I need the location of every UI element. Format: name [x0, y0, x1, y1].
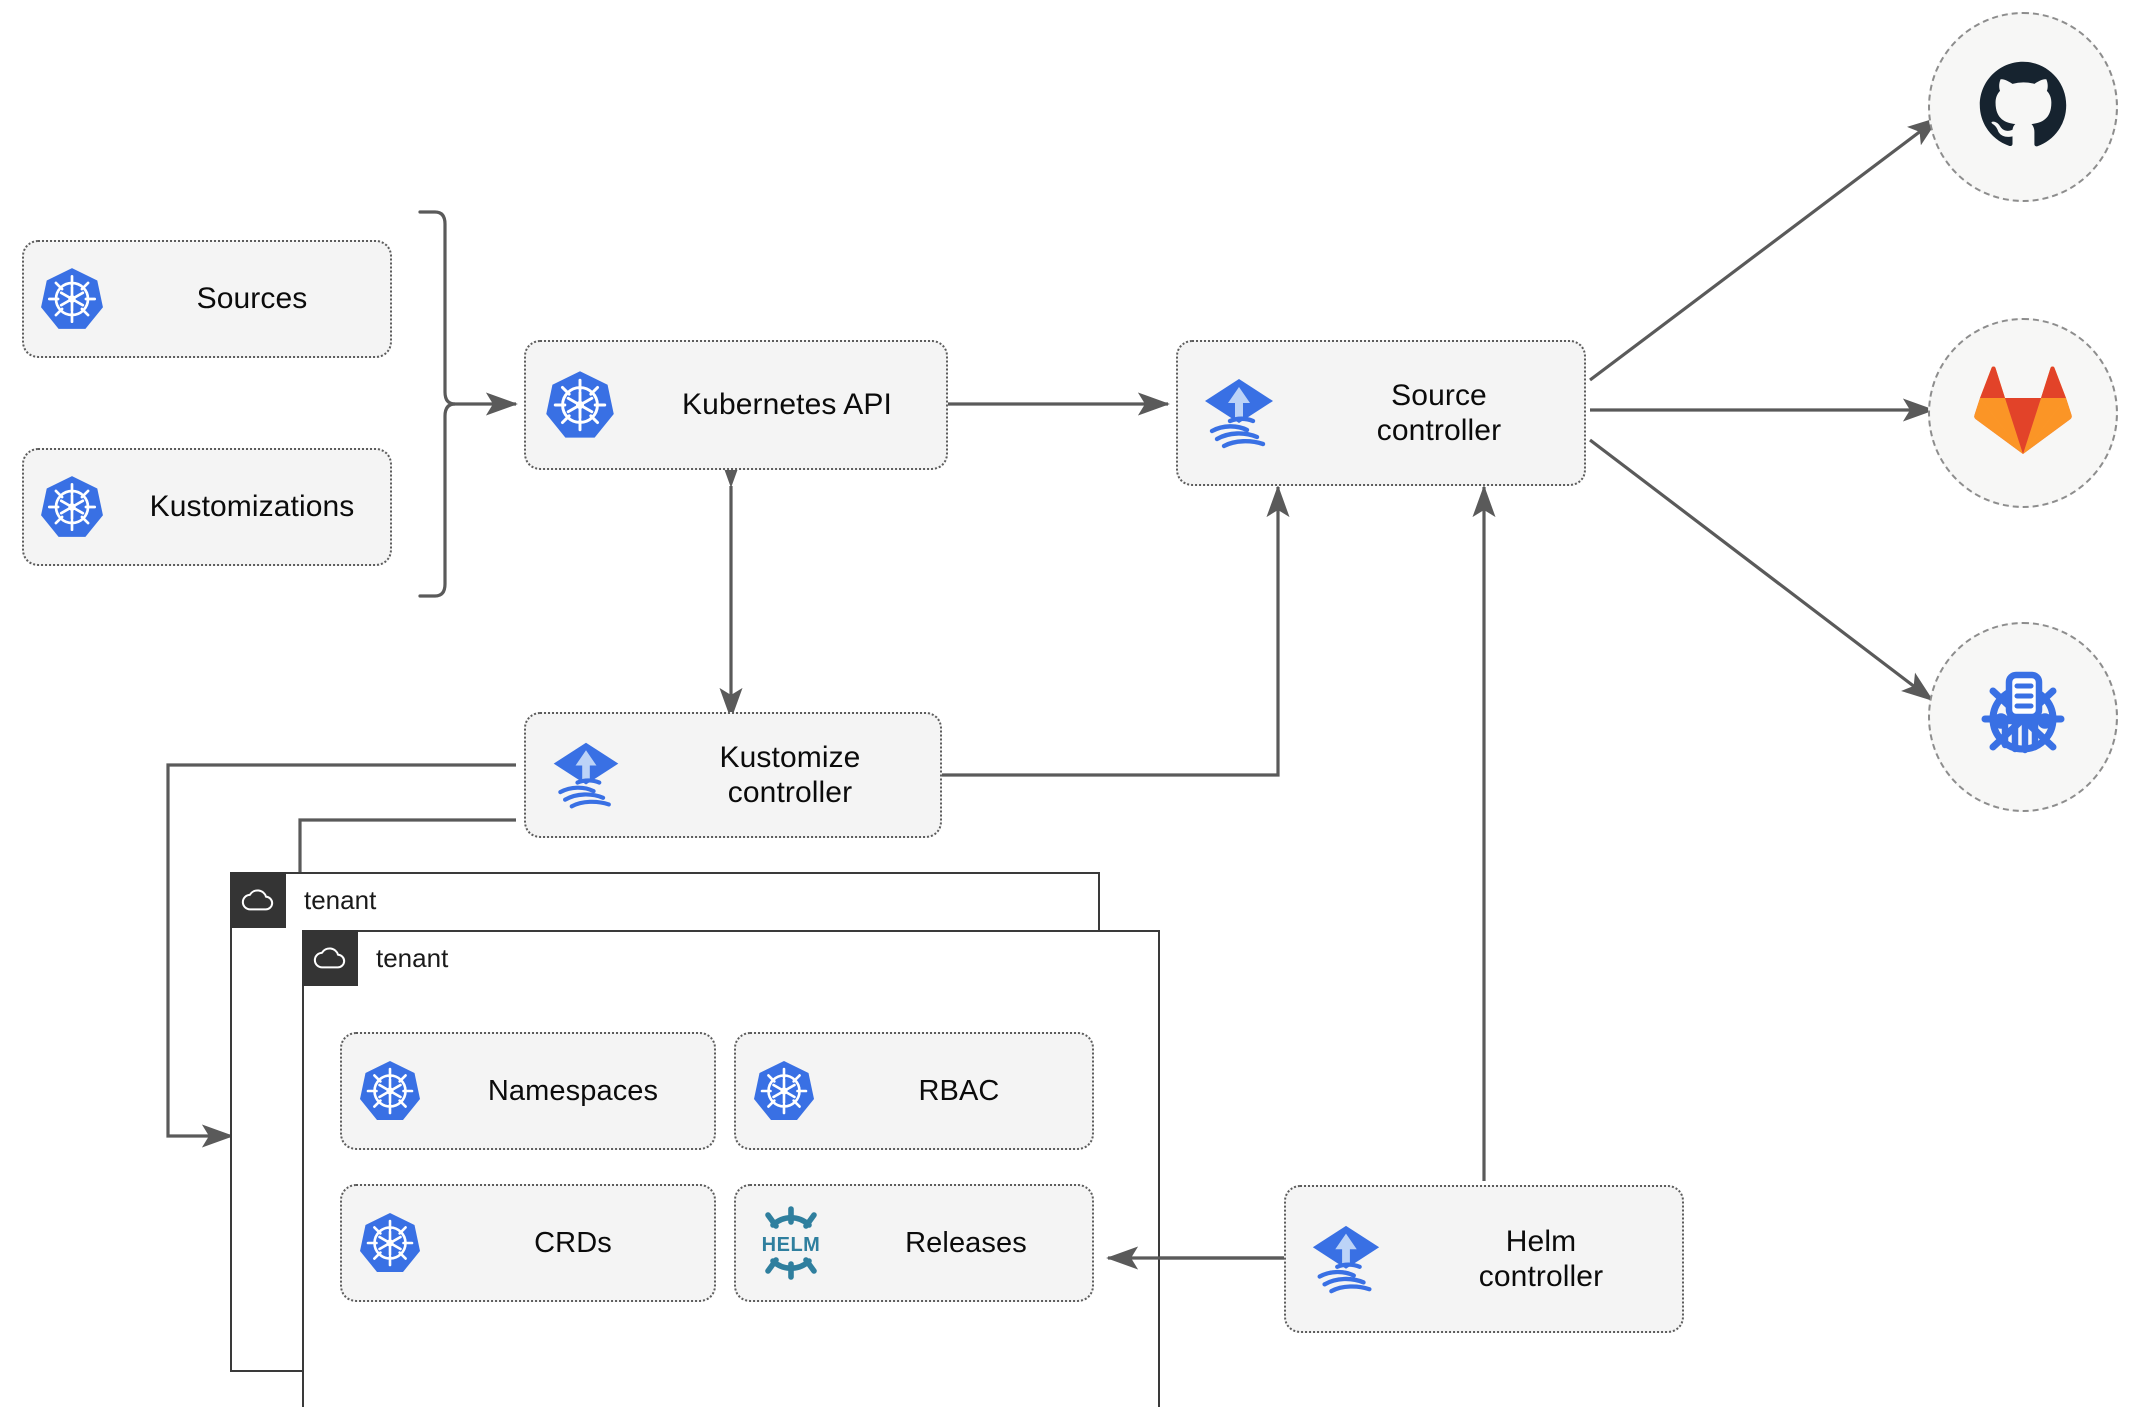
card-source-controller-label: Source controller [1376, 378, 1502, 447]
tenant-outer-label: tenant [304, 884, 377, 915]
tenant-outer-header: tenant [230, 872, 376, 928]
svg-text:HELM: HELM [762, 1234, 821, 1256]
card-kubernetes-api-label: Kubernetes API [682, 388, 892, 422]
kubernetes-icon [342, 1059, 438, 1123]
card-namespaces-label: Namespaces [487, 1074, 659, 1107]
card-kubernetes-api[interactable]: Kubernetes API [524, 340, 948, 470]
provider-github[interactable] [1928, 12, 2118, 202]
flux-icon [526, 737, 646, 813]
card-kustomize-controller[interactable]: Kustomize controller [524, 712, 942, 838]
cloud-icon [302, 930, 358, 986]
cloud-icon [230, 872, 286, 928]
card-namespaces[interactable]: Namespaces [340, 1032, 716, 1150]
flux-icon [1286, 1220, 1406, 1298]
card-sources-label: Sources [196, 282, 308, 316]
card-crds-label: CRDs [534, 1226, 612, 1259]
tenant-box-inner[interactable]: tenant [302, 930, 1160, 1407]
card-crds[interactable]: CRDs [340, 1184, 716, 1302]
kubernetes-icon [342, 1211, 438, 1275]
provider-gitlab[interactable] [1928, 318, 2118, 508]
github-icon [1975, 57, 2071, 158]
provider-kustomize[interactable] [1928, 622, 2118, 812]
flux-icon [1178, 373, 1300, 453]
card-kustomizations[interactable]: Kustomizations [22, 448, 392, 566]
card-releases-label: Releases [905, 1226, 1027, 1259]
tenant-inner-label: tenant [376, 942, 449, 973]
card-releases[interactable]: HELM Releases [734, 1184, 1094, 1302]
kubernetes-icon [526, 369, 634, 441]
kubernetes-icon [24, 474, 120, 540]
card-helm-controller-label: Helm controller [1478, 1224, 1604, 1293]
card-kustomizations-label: Kustomizations [149, 490, 355, 524]
card-kustomize-controller-label: Kustomize controller [719, 740, 861, 809]
card-helm-controller[interactable]: Helm controller [1284, 1185, 1684, 1333]
kustomize-icon [1971, 663, 2075, 772]
card-sources[interactable]: Sources [22, 240, 392, 358]
card-source-controller[interactable]: Source controller [1176, 340, 1586, 486]
tenant-inner-header: tenant [302, 930, 448, 986]
card-rbac[interactable]: RBAC [734, 1032, 1094, 1150]
gitlab-icon [1973, 364, 2073, 463]
card-rbac-label: RBAC [918, 1074, 1000, 1107]
kubernetes-icon [736, 1059, 832, 1123]
helm-icon: HELM [736, 1203, 846, 1283]
kubernetes-icon [24, 266, 120, 332]
